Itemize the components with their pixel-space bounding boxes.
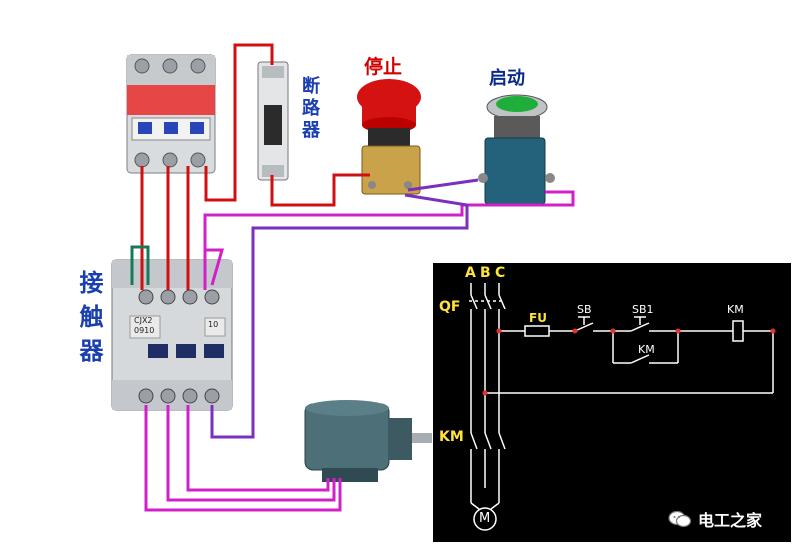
qf-label: QF	[439, 299, 461, 315]
watermark: 电工之家	[668, 507, 786, 531]
km-hold-label: KM	[638, 343, 655, 356]
phase-a-label: A	[465, 265, 476, 281]
contactor-rating: 0910	[134, 326, 155, 335]
start-label: 启动	[489, 68, 525, 89]
sb1-label: SB1	[632, 303, 654, 316]
contactor-side: 10	[208, 320, 219, 329]
motor-label: M	[479, 511, 491, 526]
schematic-lines	[469, 283, 776, 531]
contactor-label: 接触器	[75, 270, 103, 372]
sb-label: SB	[577, 303, 592, 316]
watermark-text: 电工之家	[698, 511, 763, 530]
motor	[304, 400, 432, 482]
stop-label: 停止	[364, 56, 403, 78]
start-button	[478, 94, 555, 205]
km-coil-label: KM	[727, 303, 744, 316]
single-pole-breaker	[257, 61, 289, 181]
control-schematic: A B C QF FU SB SB1 KM KM KM M	[433, 263, 791, 542]
phase-c-label: C	[495, 265, 506, 281]
contactor-model: CJX2	[134, 316, 153, 325]
wechat-icon	[668, 510, 692, 528]
stop-button	[357, 79, 421, 195]
three-pole-breaker	[126, 54, 216, 174]
red-wires	[140, 43, 370, 290]
contactor	[111, 259, 233, 411]
teal-wires	[130, 245, 150, 285]
magenta-wires	[144, 190, 575, 512]
fu-label: FU	[529, 311, 547, 325]
purple-wires	[210, 178, 479, 439]
phase-b-label: B	[480, 265, 491, 281]
km-main-label: KM	[439, 429, 464, 445]
breaker-label: 断路器	[299, 76, 320, 142]
